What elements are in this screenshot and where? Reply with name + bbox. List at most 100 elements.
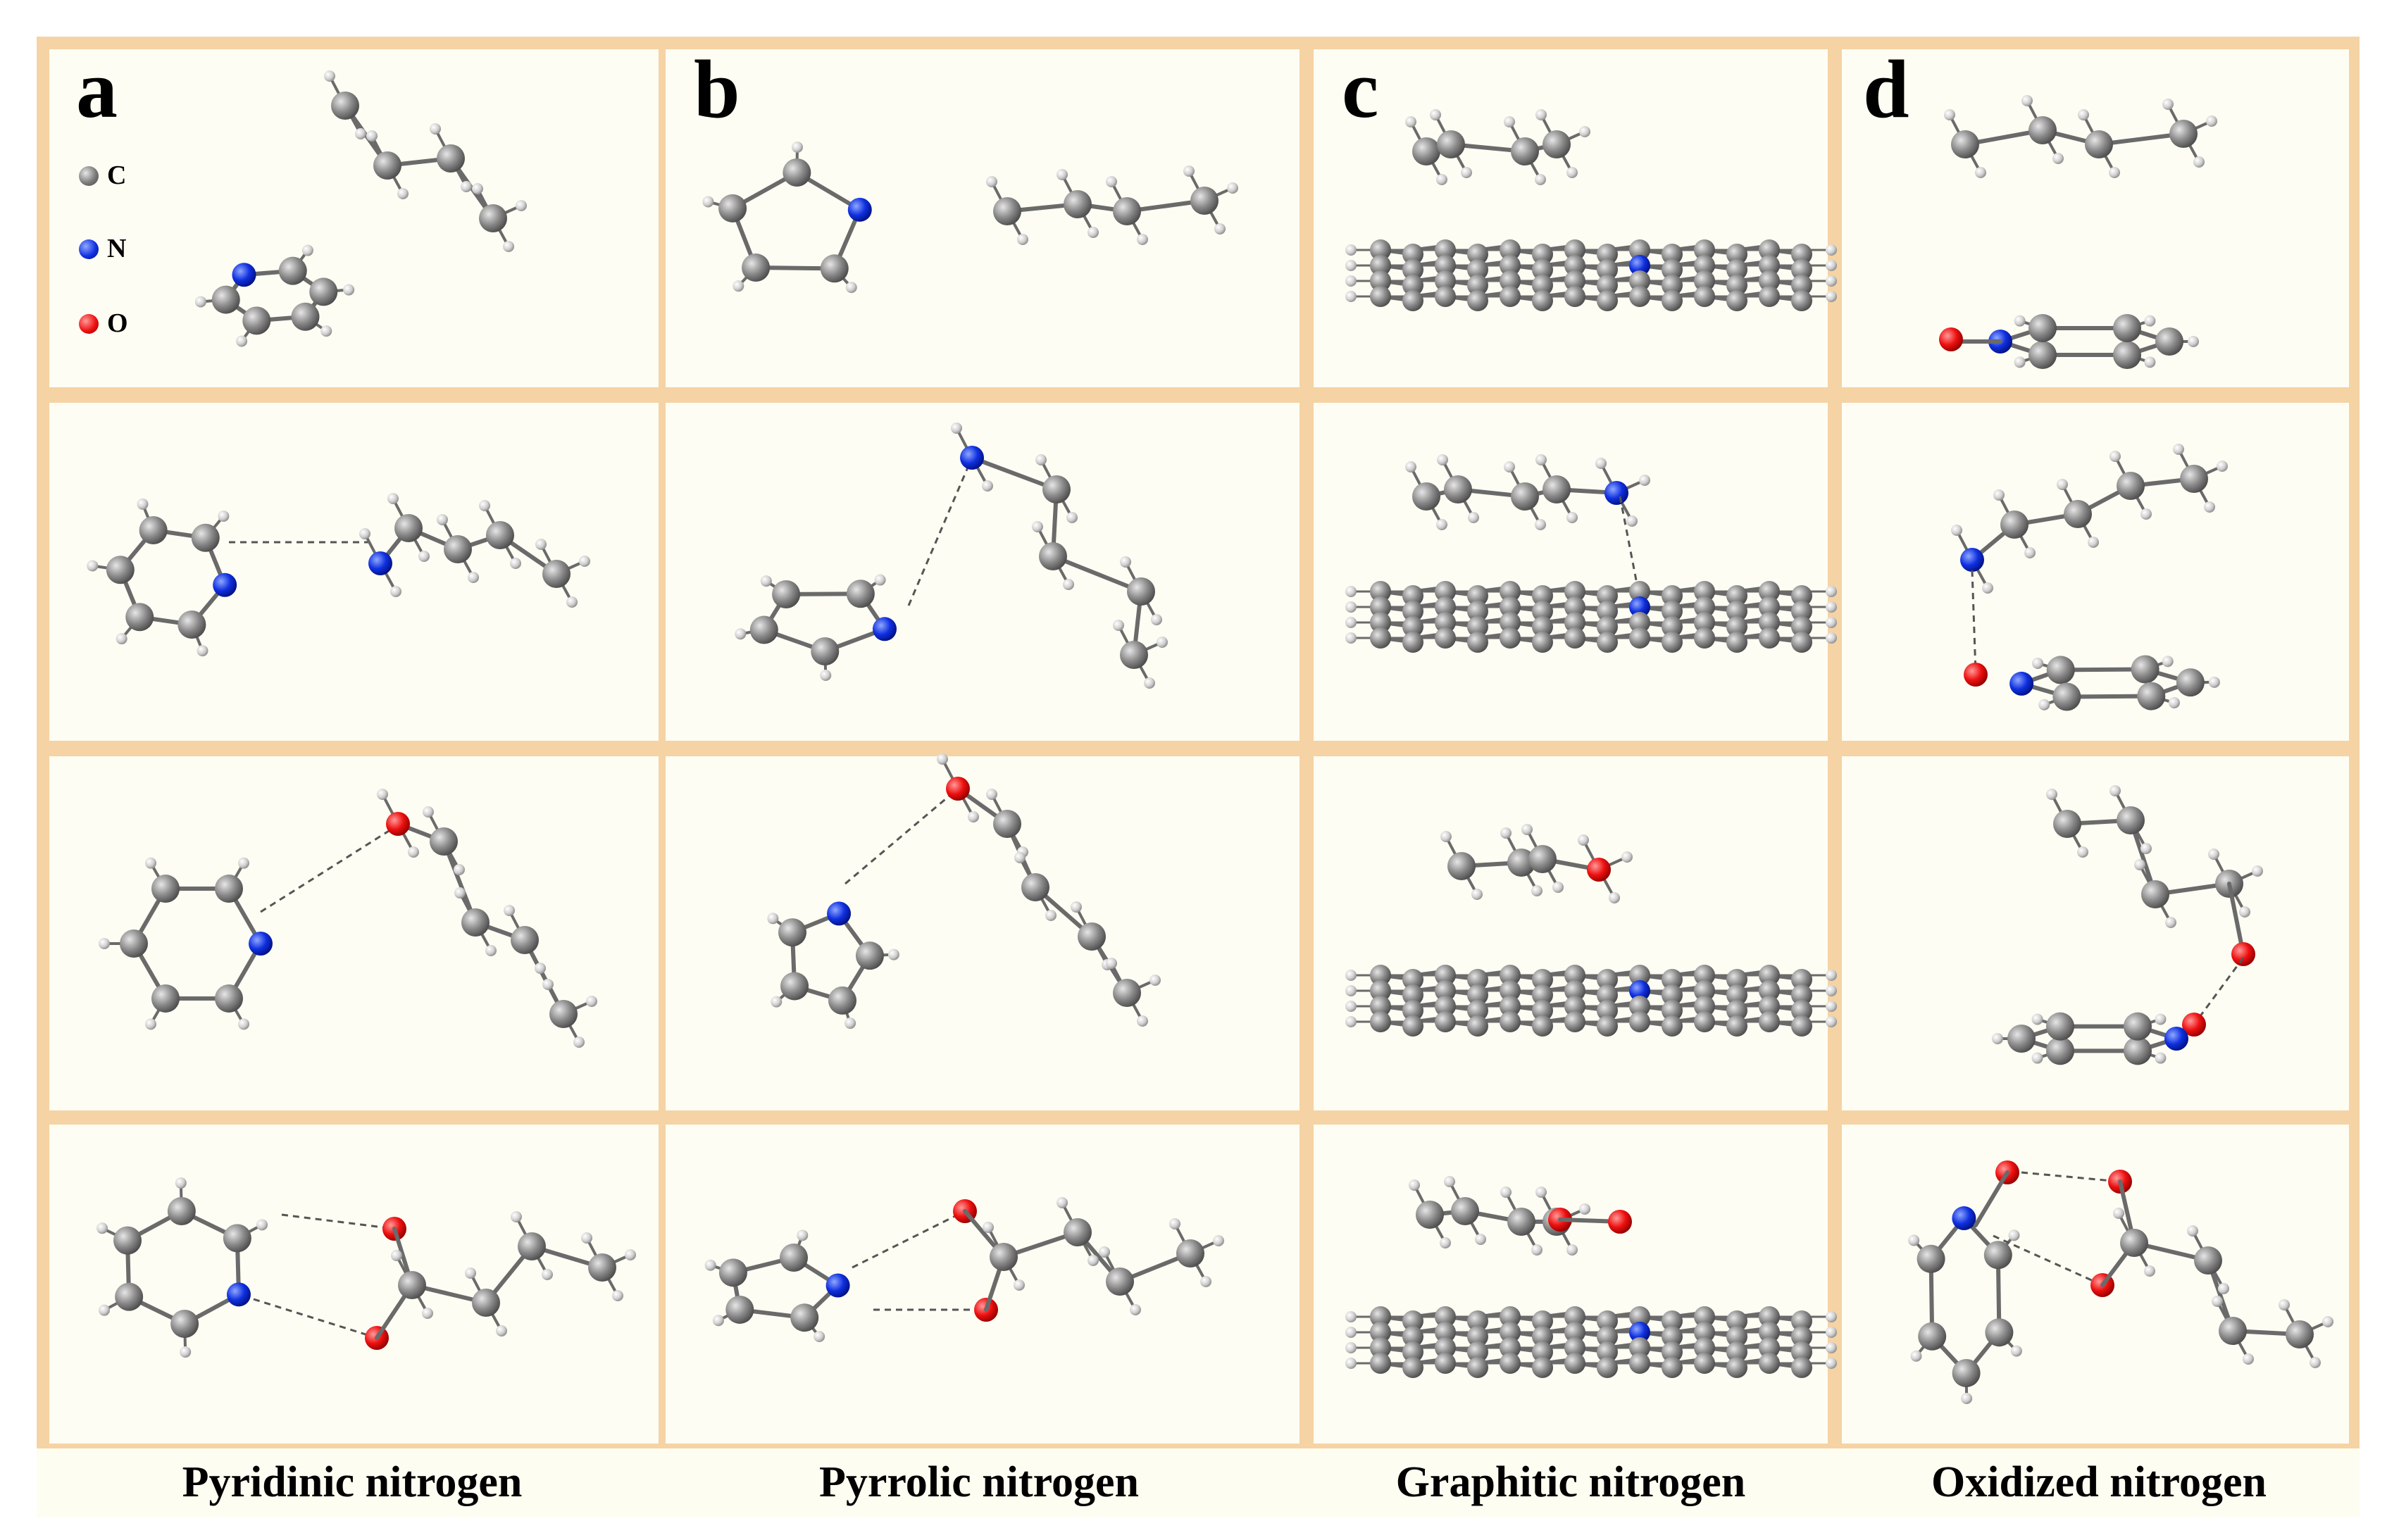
carbon-atom (1021, 873, 1049, 901)
hydrogen-atom (874, 574, 886, 586)
carbon-atom (2028, 341, 2057, 370)
hydrogen-atom (1430, 109, 1441, 120)
hydrogen-atom (1440, 831, 1452, 842)
carbon-atom (1402, 585, 1423, 606)
carbon-atom (783, 158, 811, 187)
oxygen-atom (946, 777, 970, 801)
hydrogen-atom (968, 811, 979, 822)
hydrogen-atom (2243, 1353, 2254, 1365)
carbon-atom (1113, 979, 1141, 1007)
hydrogen-atom (612, 1290, 623, 1301)
oxygen-atom (1964, 663, 1988, 687)
carbon-atom (1791, 1357, 1812, 1378)
hydrogen-atom (566, 596, 578, 608)
carbon-atom (2169, 120, 2198, 148)
hydrogen-atom (387, 493, 399, 504)
carbon-atom (1791, 632, 1812, 653)
carbon-atom (1597, 969, 1618, 990)
nitrogen-atom (226, 1282, 251, 1307)
hydrogen-atom (175, 1177, 187, 1189)
carbon-atom (1532, 585, 1553, 606)
nitrogen-atom (1629, 980, 1650, 1001)
carbon-atom (1791, 259, 1812, 280)
carbon-atom (1694, 255, 1715, 276)
nitrogen-atom (847, 197, 872, 222)
carbon-atom (1662, 290, 1683, 311)
carbon-atom (1370, 965, 1391, 986)
carbon-atom (1435, 1353, 1456, 1374)
carbon-atom (1190, 187, 1219, 215)
carbon-atom (1629, 612, 1650, 633)
hydrogen-atom (197, 645, 208, 657)
carbon-atom (1500, 239, 1521, 261)
hydrogen-atom (2046, 789, 2057, 800)
carbon-atom (1759, 996, 1780, 1017)
carbon-atom (398, 1271, 426, 1299)
oxygen-atom (2182, 1013, 2206, 1037)
hydrogen-atom (1578, 834, 1589, 846)
carbon-atom (1467, 244, 1488, 265)
hydrogen-atom (2218, 1283, 2229, 1294)
hydrogen-atom (1566, 512, 1578, 523)
carbon-atom (742, 253, 771, 282)
carbon-atom (2052, 682, 2081, 711)
carbon-atom (1564, 612, 1585, 633)
hydrogen-atom (1345, 260, 1357, 271)
hydrogen-atom (983, 1222, 994, 1233)
carbon-atom (115, 1282, 144, 1311)
carbon-atom (2286, 1320, 2314, 1348)
carbon-atom (1467, 290, 1488, 311)
carbon-atom (167, 1197, 196, 1226)
panel-cell (666, 1125, 1300, 1444)
hydrogen-atom (2088, 537, 2099, 548)
hydrogen-atom (1826, 275, 1837, 287)
carbon-atom (1564, 627, 1585, 649)
hydrogen-atom (1106, 958, 1117, 969)
hydrogen-atom (218, 510, 230, 522)
hydrogen-atom (1345, 1327, 1357, 1338)
nitrogen-atom (368, 551, 392, 575)
hydrogen-atom (1566, 167, 1578, 178)
hydrogen-atom (418, 551, 430, 562)
carbon-atom (588, 1253, 616, 1282)
carbon-atom (1694, 612, 1715, 633)
hydrogen-atom (1130, 1304, 1141, 1315)
carbon-atom (2131, 655, 2159, 684)
carbon-atom (1564, 270, 1585, 292)
molecules-layer (87, 70, 2333, 1404)
panel-cell (49, 756, 659, 1110)
hydrogen-atom (391, 1250, 402, 1261)
hydrogen-atom (1200, 1276, 1211, 1287)
carbon-atom (1500, 270, 1521, 292)
carbon-atom (1597, 275, 1618, 296)
carbon-atom (1662, 244, 1683, 265)
carbon-atom (1532, 601, 1553, 622)
hydrogen-atom (1531, 885, 1542, 896)
hydrogen-atom (1137, 234, 1148, 245)
hydrogen-atom (1017, 234, 1028, 245)
hydrogen-atom (2010, 1345, 2022, 1357)
carbon-atom (1759, 596, 1780, 618)
carbon-atom (1791, 1000, 1812, 1021)
panel-cell (666, 756, 1300, 1110)
carbon-atom (1791, 616, 1812, 637)
carbon-atom (1759, 581, 1780, 602)
carbon-atom (1694, 965, 1715, 986)
hydrogen-atom (1626, 515, 1638, 527)
hydrogen-atom (1579, 1203, 1590, 1215)
carbon-atom (1694, 1306, 1715, 1327)
hydrogen-atom (1944, 109, 1955, 120)
carbon-atom (1370, 1337, 1391, 1358)
hydrogen-atom (496, 1325, 507, 1336)
carbon-atom (1416, 1201, 1444, 1229)
carbon-atom (1791, 1326, 1812, 1347)
hydrogen-atom (485, 945, 497, 956)
hydrogen-atom (479, 500, 490, 511)
hydrogen-atom (194, 296, 206, 308)
carbon-atom (1564, 1306, 1585, 1327)
hydrogen-atom (1169, 1218, 1180, 1229)
carbon-atom (820, 254, 849, 283)
carbon-atom (1370, 980, 1391, 1001)
carbon-atom (1542, 475, 1571, 503)
carbon-atom (1791, 1310, 1812, 1332)
